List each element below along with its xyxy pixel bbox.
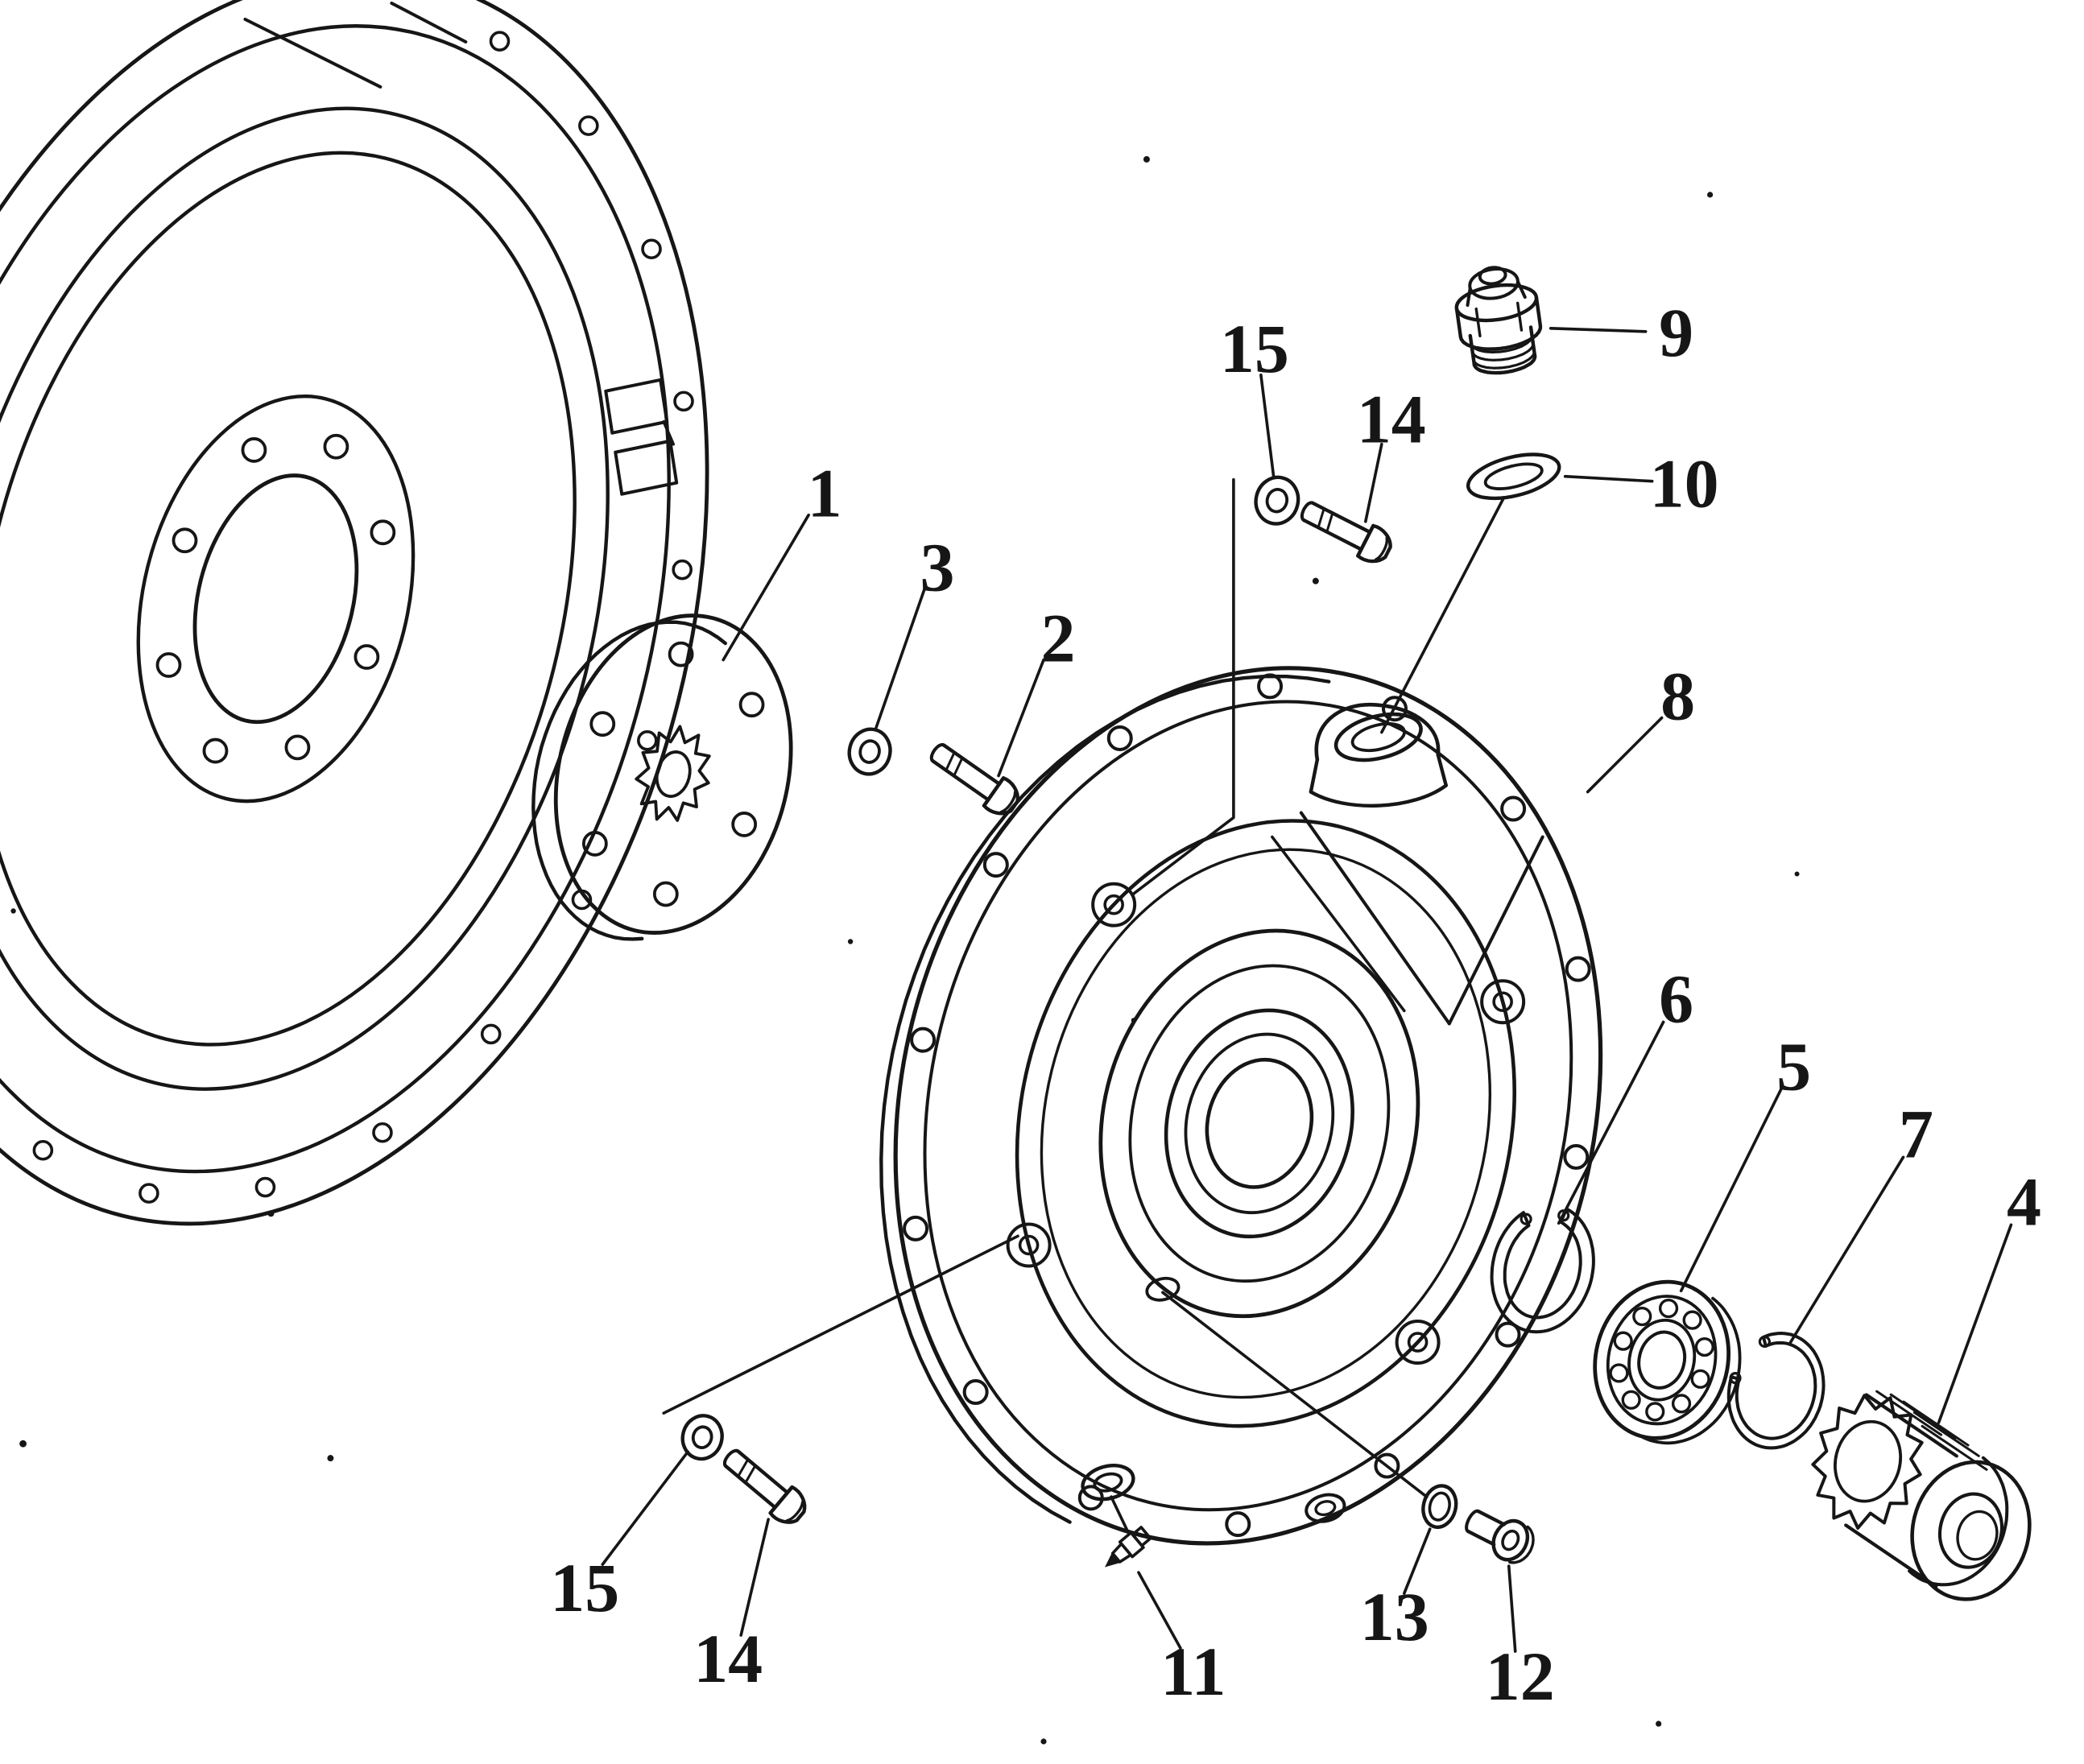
- part-15-washer-lower: [680, 1414, 724, 1461]
- callout-part-1: 1: [808, 455, 842, 532]
- callout-labels: 1 3 2 15 14 9 10 8 6 5 7 4 15 14 11 13 1…: [550, 294, 2041, 1715]
- part-6-snap-ring: [1490, 1207, 1595, 1334]
- callout-part-8: 8: [1660, 658, 1695, 735]
- leader-lines: [601, 327, 2013, 1653]
- callout-part-15-lower: 15: [550, 1549, 619, 1626]
- part-3-washer: [847, 727, 892, 776]
- part-15-washer-upper: [1254, 475, 1300, 526]
- part-8-housing-cover: [879, 666, 1603, 1546]
- callout-part-11: 11: [1160, 1633, 1226, 1710]
- callout-part-14-lower: 14: [693, 1620, 763, 1697]
- callout-part-13: 13: [1360, 1578, 1429, 1655]
- part-7-snap-ring: [1726, 1332, 1826, 1450]
- callout-part-2: 2: [1040, 600, 1075, 677]
- part-4-spline-coupling: [1811, 1390, 2032, 1601]
- callout-part-4: 4: [2007, 1163, 2041, 1240]
- part-1-damper-disc: [531, 613, 793, 941]
- callout-part-9: 9: [1659, 294, 1693, 371]
- flywheel-drawing: [0, 0, 709, 1226]
- part-14-bolt-lower: [722, 1448, 807, 1524]
- part-9-plug: [1454, 266, 1543, 375]
- callout-part-12: 12: [1486, 1638, 1555, 1715]
- part-14-bolt-upper: [1300, 501, 1392, 564]
- part-13-o-ring: [1421, 1484, 1458, 1530]
- part-12-bolt: [1465, 1509, 1535, 1564]
- photocopy-specks: [10, 155, 1800, 1745]
- callout-part-5: 5: [1776, 1027, 1811, 1105]
- part-5-ball-bearing: [1593, 1279, 1742, 1445]
- callout-part-10: 10: [1650, 445, 1719, 523]
- part-11-bleeder-fitting: [1105, 1526, 1152, 1568]
- callout-part-7: 7: [1899, 1095, 1933, 1172]
- callout-part-6: 6: [1659, 960, 1693, 1037]
- callout-part-14-upper: 14: [1357, 381, 1426, 458]
- part-10-gasket: [1466, 452, 1561, 501]
- callout-part-15-upper: 15: [1220, 310, 1289, 387]
- callout-part-3: 3: [920, 529, 955, 606]
